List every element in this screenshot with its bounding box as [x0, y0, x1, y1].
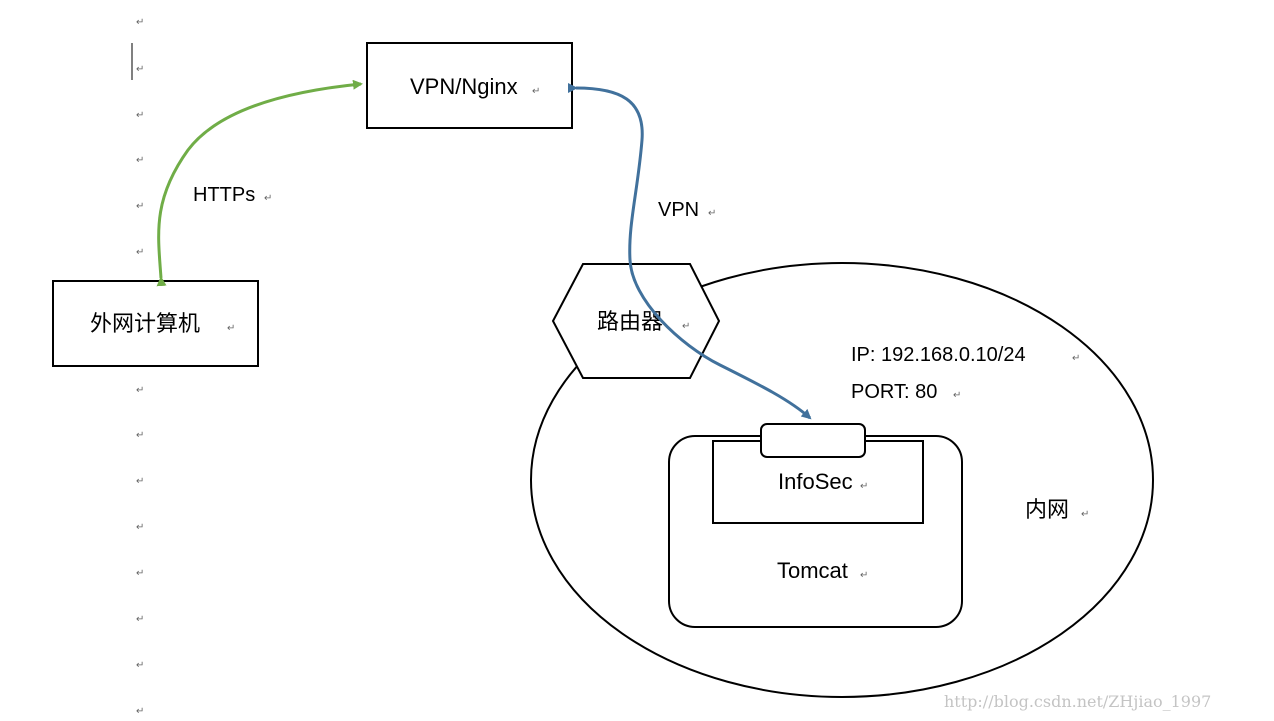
paragraph-mark: ↵ — [136, 385, 144, 396]
paragraph-mark: ↵ — [532, 86, 540, 97]
paragraph-mark: ↵ — [136, 614, 144, 625]
paragraph-mark: ↵ — [136, 155, 144, 166]
tomcat-label: Tomcat — [777, 558, 848, 583]
paragraph-mark: ↵ — [682, 321, 690, 332]
paragraph-mark: ↵ — [1081, 509, 1089, 520]
paragraph-mark: ↵ — [136, 247, 144, 258]
vpn-arrow — [567, 82, 812, 420]
paragraph-mark: ↵ — [1072, 353, 1080, 364]
router-label: 路由器 — [597, 310, 663, 335]
paragraph-mark: ↵ — [136, 522, 144, 533]
port-connector — [760, 423, 866, 458]
paragraph-mark: ↵ — [136, 476, 144, 487]
paragraph-mark: ↵ — [136, 64, 144, 75]
external-computer-box — [52, 280, 259, 367]
paragraph-mark: ↵ — [136, 201, 144, 212]
vpn-nginx-box — [366, 42, 573, 129]
paragraph-mark: ↵ — [136, 568, 144, 579]
paragraph-mark: ↵ — [136, 17, 144, 28]
paragraph-marks: ↵ ↵ ↵ ↵ ↵ ↵ ↵ ↵ ↵ ↵ ↵ ↵ ↵ ↵ — [136, 17, 144, 717]
external-computer-label: 外网计算机 — [90, 312, 200, 337]
vpn-nginx-label: VPN/Nginx — [410, 74, 518, 99]
vpn-label: VPN — [658, 199, 699, 221]
infosec-label: InfoSec — [778, 469, 853, 494]
paragraph-mark: ↵ — [136, 110, 144, 121]
paragraph-mark: ↵ — [953, 390, 961, 401]
paragraph-mark: ↵ — [860, 481, 868, 492]
intranet-port-label: PORT: 80 — [851, 381, 937, 403]
paragraph-mark: ↵ — [136, 706, 144, 717]
watermark: http://blog.csdn.net/ZHjiao_1997 — [944, 692, 1211, 711]
paragraph-mark: ↵ — [860, 570, 868, 581]
paragraph-mark: ↵ — [227, 323, 235, 334]
paragraph-mark: ↵ — [136, 430, 144, 441]
intranet-label: 内网 — [1025, 498, 1069, 523]
paragraph-mark: ↵ — [708, 208, 716, 219]
paragraph-mark: ↵ — [264, 193, 272, 204]
paragraph-mark: ↵ — [136, 660, 144, 671]
https-arrow — [156, 79, 363, 287]
intranet-ip-label: IP: 192.168.0.10/24 — [851, 344, 1026, 366]
https-label: HTTPs — [193, 184, 255, 206]
